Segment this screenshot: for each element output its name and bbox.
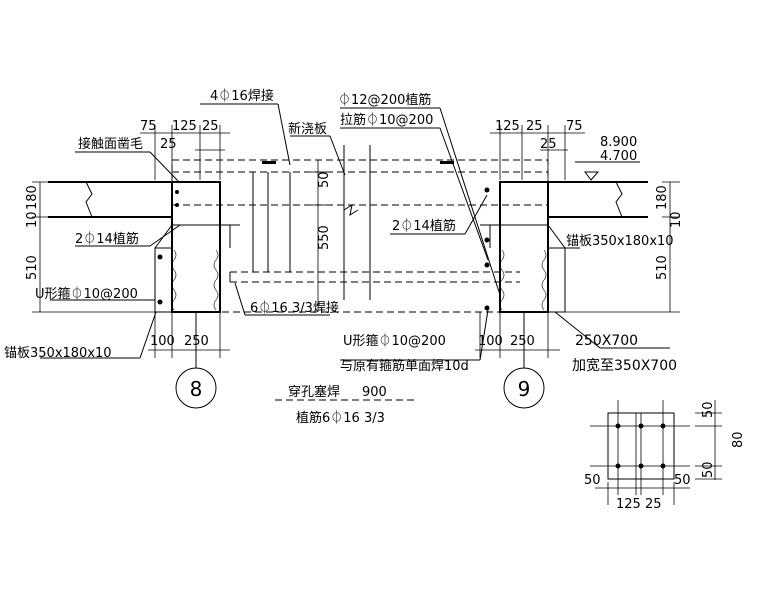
label-plug-weld: 穿孔塞焊 [288,384,340,400]
detail-dim-50-top: 50 [701,401,716,418]
dim-510-right: 510 [655,255,670,280]
detail-dim-50-bottom: 50 [701,461,716,478]
label-planted-12-200: ⏀12@200植筋 [338,92,431,108]
label-weld-single: 与原有箍筋单面焊10d [340,358,469,374]
dim-25-right-2: 25 [540,137,557,152]
dim-75-right: 75 [566,119,583,134]
label-u-stirrup-right: U形箍⏀10@200 [343,333,446,349]
label-new-slab: 新浇板 [288,121,327,137]
label-plug-len: 900 [362,385,387,400]
dim-250-left: 250 [184,334,209,349]
label-weld-6-16: 6⏀16 3/3焊接 [250,300,339,316]
dim-25-left: 25 [202,119,219,134]
right-beam [480,181,566,313]
detail-dim-80: 80 [731,431,746,448]
left-slab [48,181,172,218]
dim-100-left: 100 [150,334,175,349]
side-dimensions [32,160,680,313]
label-elev-bot: 4.700 [600,149,637,164]
label-anchor-right: 锚板350x180x10 [566,234,674,249]
annotation-labels: 4⏀16焊接 ⏀12@200植筋 拉筋⏀10@200 新浇板 接触面凿毛 2⏀1… [4,88,677,426]
dim-10-right: 10 [669,211,684,228]
dim-125-right: 125 [495,119,520,134]
dim-125-left: 125 [172,119,197,134]
label-plant-6-16: 植筋6⏀16 3/3 [296,410,385,426]
axis-label-9: 9 [518,377,531,401]
dim-100-right: 100 [478,334,503,349]
top-dimensions [140,125,585,180]
detail-dim-50-left: 50 [584,473,601,488]
dim-10-left: 10 [25,211,40,228]
dim-250-right: 250 [510,334,535,349]
label-elev-top: 8.900 [600,135,637,150]
right-slab [548,181,648,218]
dim-25-right: 25 [526,119,543,134]
anchor-plate-detail [590,400,722,505]
label-plant-2-14-right: 2⏀14植筋 [392,218,456,234]
label-widen: 加宽至350X700 [572,357,677,374]
dim-75-left: 75 [140,119,157,134]
dimension-values: 75 125 25 25 125 25 75 25 50 550 180 10 … [25,119,746,512]
label-beam-size: 250X700 [575,333,638,349]
axis-label-8: 8 [190,377,203,401]
leader-lines [40,103,670,401]
label-roughen: 接触面凿毛 [78,136,143,152]
detail-dim-50-right: 50 [674,473,691,488]
dim-510-left: 510 [25,255,40,280]
dim-50: 50 [317,171,332,188]
dim-180-left: 180 [25,185,40,210]
new-beam [171,145,549,313]
label-u-stirrup-left: U形箍⏀10@200 [35,286,138,302]
label-weld-4-16: 4⏀16焊接 [210,88,274,104]
label-anchor-left: 锚板350x180x10 [4,346,112,361]
dim-25-left-2: 25 [160,137,177,152]
left-beam [154,181,240,313]
dim-180-right: 180 [655,185,670,210]
axis-lines [175,312,545,409]
bottom-dimensions [148,312,560,358]
detail-dim-25: 25 [645,497,662,512]
label-plant-2-14-left: 2⏀14植筋 [75,231,139,247]
label-tie-10-200: 拉筋⏀10@200 [340,112,433,128]
dim-550: 550 [317,225,332,250]
detail-dim-125: 125 [616,497,641,512]
